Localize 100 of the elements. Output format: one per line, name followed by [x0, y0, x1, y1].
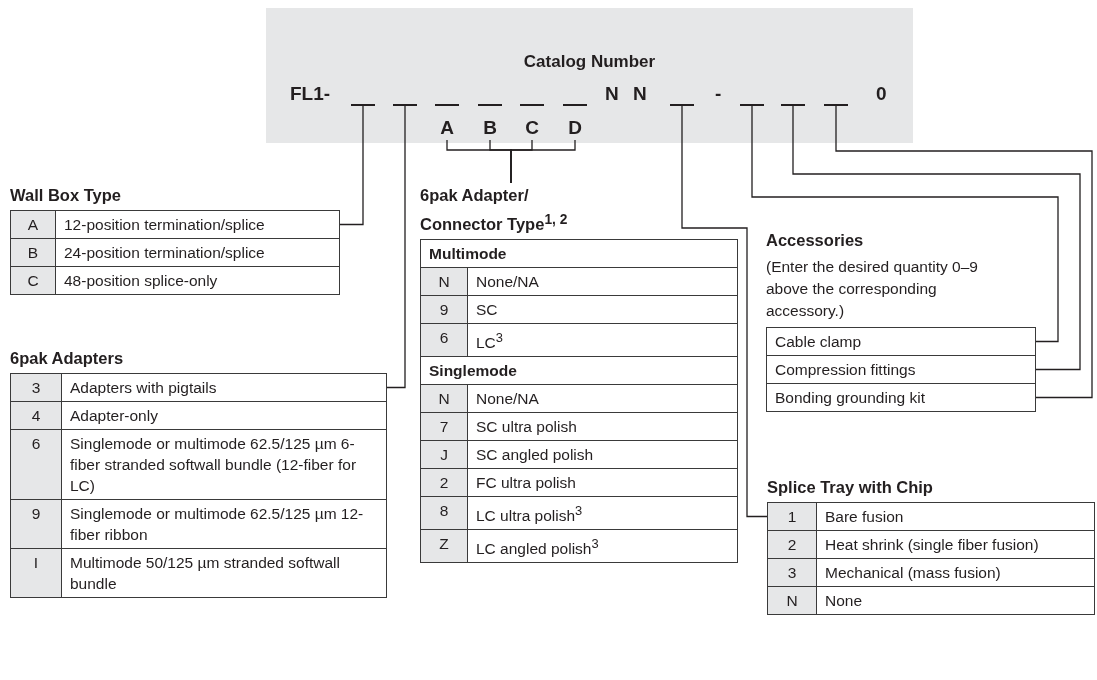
code-cell: 3 — [768, 559, 817, 586]
table-row — [420, 266, 738, 296]
code-character: FL1- — [290, 82, 331, 106]
table-row: Compression fittings — [766, 355, 1036, 384]
code-character: - — [715, 82, 722, 106]
leader-line — [835, 105, 1093, 399]
code-cell: 8 — [421, 496, 468, 529]
table-heading: Wall Box Type — [10, 185, 122, 206]
code-cell: 6 — [11, 430, 62, 499]
position-letter: C — [523, 116, 541, 140]
position-letter: D — [566, 116, 584, 140]
table-row: Bonding grounding kit — [766, 383, 1036, 412]
code-cell: 6 — [421, 323, 468, 356]
table-row — [767, 558, 1095, 587]
leader-line — [792, 105, 1081, 371]
description-cell-text: 12-position termination/splice — [63, 215, 266, 235]
description-cell-text: Adapter-only — [69, 406, 159, 426]
description-cell-text: Multimode 50/125 µm stranded softwall bundle — [69, 553, 341, 594]
table-row — [420, 528, 738, 563]
blank-underline — [781, 104, 805, 106]
description-cell-text: SC — [475, 299, 499, 320]
description-cell-text: 48-position splice-only — [63, 271, 219, 291]
code-cell: I — [11, 549, 62, 597]
table-row — [10, 499, 387, 549]
note-text: (Enter the desired quantity 0–9 above the corresponding accessory.) — [766, 257, 979, 321]
leader-line — [751, 105, 1059, 343]
description-cell-text: Adapters with pigtails — [69, 378, 218, 398]
leader-line — [510, 139, 576, 184]
description-cell-text: None/NA — [475, 388, 540, 409]
blank-underline — [478, 104, 502, 106]
table-row — [10, 210, 340, 239]
code-cell: 9 — [11, 500, 62, 548]
code-cell: Z — [421, 529, 468, 562]
table-row — [767, 502, 1095, 531]
table-row — [10, 429, 387, 500]
table-row — [420, 439, 738, 469]
table-heading: 6pak Adapter/ Connector Type$^{1, 2}$ — [420, 185, 569, 235]
table-heading: Splice Tray with Chip — [767, 477, 934, 498]
description-cell-text: None/NA — [475, 271, 540, 292]
description-cell-text: LC ultra polish$^{3}$ — [475, 501, 584, 526]
leader-line — [386, 105, 406, 389]
code-cell: 1 — [768, 503, 817, 530]
position-letter: B — [481, 116, 499, 140]
code-cell: N — [421, 267, 468, 295]
blank-underline — [563, 104, 587, 106]
description-cell-text: None — [824, 591, 864, 611]
code-cell: 2 — [768, 531, 817, 558]
code-cell: 3 — [11, 374, 62, 401]
table-row — [420, 383, 738, 413]
description-cell-text: LC$^{3}$ — [475, 328, 504, 353]
table-row — [10, 401, 387, 430]
description-cell-text: Mechanical (mass fusion) — [824, 563, 1002, 583]
table-heading: Accessories — [766, 230, 865, 251]
description-cell-text: Bare fusion — [824, 507, 905, 527]
blank-underline — [393, 104, 417, 106]
table-row — [10, 238, 340, 267]
code-character: N — [633, 82, 647, 106]
blank-underline — [670, 104, 694, 106]
table-row: Cable clamp — [766, 327, 1036, 356]
code-character: 0 — [876, 82, 887, 106]
code-cell: B — [11, 239, 56, 266]
blank-underline — [435, 104, 459, 106]
blank-underline — [824, 104, 848, 106]
table-row — [10, 373, 387, 402]
description-cell-text: SC ultra polish — [475, 416, 578, 437]
code-cell: N — [768, 587, 817, 614]
description-cell-text: LC angled polish$^{3}$ — [475, 534, 600, 559]
code-cell: 9 — [421, 295, 468, 323]
blank-underline — [740, 104, 764, 106]
description-cell-text: 24-position termination/splice — [63, 243, 266, 263]
section-heading-row: Multimode — [420, 238, 738, 268]
description-cell-text: Singlemode or multimode 62.5/125 µm 6-fiber stranded softwall bundle (12-fiber for LC) — [69, 434, 358, 496]
table-row — [420, 294, 738, 324]
code-cell: A — [11, 211, 56, 238]
table-row — [420, 467, 738, 497]
code-cell: 7 — [421, 412, 468, 440]
table-row — [420, 411, 738, 441]
table-row — [10, 548, 387, 598]
position-letter: A — [438, 116, 456, 140]
code-cell: N — [421, 384, 468, 412]
section-heading-row: Singlemode — [420, 355, 738, 385]
table-row — [420, 495, 738, 530]
table-row — [420, 322, 738, 357]
description-cell-text: Heat shrink (single fiber fusion) — [824, 535, 1040, 555]
description-cell-text: SC angled polish — [475, 444, 595, 465]
table-row — [10, 266, 340, 295]
code-cell: 4 — [11, 402, 62, 429]
table-heading: 6pak Adapters — [10, 348, 125, 369]
blank-underline — [520, 104, 544, 106]
catalog-number-panel — [266, 8, 913, 143]
table-row — [767, 530, 1095, 559]
description-cell-text: FC ultra polish — [475, 472, 577, 493]
leader-line — [681, 105, 768, 518]
code-cell: C — [11, 267, 56, 294]
leader-line — [339, 105, 364, 226]
description-cell-text: Singlemode or multimode 62.5/125 µm 12-fiber ribbon — [69, 504, 365, 545]
code-cell: J — [421, 440, 468, 468]
code-character: N — [605, 82, 619, 106]
panel-heading: Catalog Number — [522, 52, 657, 72]
table-row — [767, 586, 1095, 615]
